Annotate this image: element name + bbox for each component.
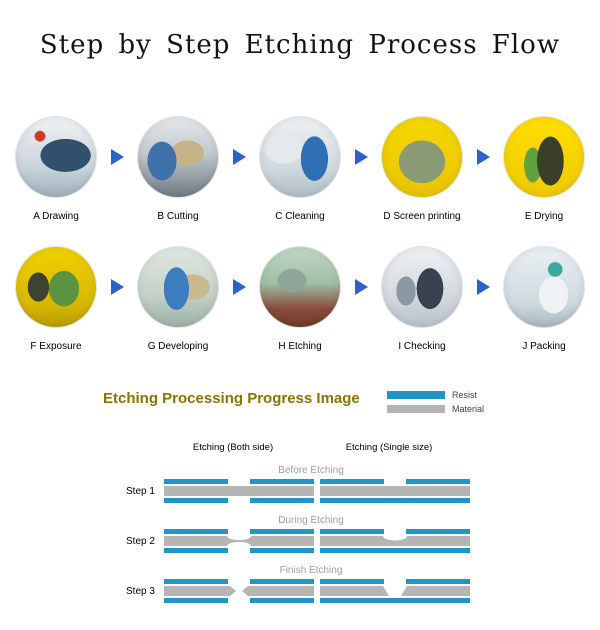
process-step-packing: J Packing	[490, 246, 598, 352]
legend-label-material: Material	[451, 404, 484, 415]
process-row-2: F Exposure G Developing H Etching I Chec…	[0, 246, 600, 352]
resist-layer	[320, 529, 470, 554]
step-photo-packing	[503, 246, 585, 329]
process-step-checking: I Checking	[368, 246, 476, 352]
step-photo-cleaning	[259, 116, 341, 199]
material-layer	[320, 536, 470, 547]
step-label: A Drawing	[33, 211, 79, 223]
legend-item-material: Material	[386, 404, 484, 415]
arrow-right-icon	[476, 279, 490, 296]
arrow-right-icon	[110, 279, 124, 296]
etch-cells-step2: Step 2	[126, 529, 600, 554]
phase-label-before: Before Etching	[278, 465, 344, 477]
resist-swatch	[386, 391, 445, 400]
resist-layer	[320, 479, 470, 504]
material-layer	[320, 486, 470, 497]
etch-row-step2: During Etching Step 2	[0, 515, 600, 554]
etch-header: Etching Processing Progress Image Resist…	[0, 390, 600, 414]
arrow-right-icon	[110, 149, 124, 166]
phase-label-during: During Etching	[278, 515, 344, 527]
legend-label-resist: Resist	[451, 390, 477, 401]
step3-label: Step 3	[126, 585, 155, 597]
material-layer	[164, 486, 314, 497]
resist-layer	[164, 529, 314, 554]
legend-item-resist: Resist	[386, 390, 484, 401]
etch-row-step3: Finish Etching Step 3	[0, 565, 600, 604]
diagram-step2-both-side	[164, 529, 314, 554]
diagram-step2-single-side	[320, 529, 470, 554]
page-title: Step by Step Etching Process Flow	[39, 30, 561, 60]
column-header-single-side: Etching (Single size)	[345, 442, 433, 454]
column-header-both-side: Etching (Both side)	[192, 442, 274, 454]
process-step-etching: H Etching	[246, 246, 354, 352]
step-label: F Exposure	[30, 341, 82, 353]
step-label: C Cleaning	[275, 211, 325, 223]
process-step-developing: G Developing	[124, 246, 232, 352]
process-step-exposure: F Exposure	[2, 246, 110, 352]
step-label: J Packing	[522, 341, 566, 353]
process-row-1: A Drawing B Cutting C Cleaning D Screen …	[0, 116, 600, 222]
diagram-step1-single-side	[320, 479, 470, 504]
process-step-cutting: B Cutting	[124, 116, 232, 222]
material-layer	[320, 586, 470, 597]
diagram-step1-both-side	[164, 479, 314, 504]
process-step-screen-printing: D Screen printing	[368, 116, 476, 222]
step-label: I Checking	[398, 341, 446, 353]
etch-row-step1: Before Etching Step 1	[0, 465, 600, 504]
step-photo-screen-printing	[381, 116, 463, 199]
step2-label: Step 2	[126, 535, 155, 547]
process-step-cleaning: C Cleaning	[246, 116, 354, 222]
arrow-right-icon	[232, 149, 246, 166]
arrow-right-icon	[354, 279, 368, 296]
step-photo-developing	[137, 246, 219, 329]
arrow-right-icon	[354, 149, 368, 166]
etch-cells-step1: Step 1	[126, 479, 600, 504]
material-swatch	[386, 405, 445, 414]
process-step-drawing: A Drawing	[2, 116, 110, 222]
step-label: D Screen printing	[383, 211, 461, 223]
arrow-right-icon	[476, 149, 490, 166]
step-label: B Cutting	[157, 211, 199, 223]
step-photo-drawing	[15, 116, 97, 199]
arrow-right-icon	[232, 279, 246, 296]
etching-progress-section: Etching Processing Progress Image Resist…	[0, 390, 600, 604]
etching-process-infographic: Step by Step Etching Process Flow A Draw…	[0, 30, 600, 630]
etch-cut	[383, 531, 407, 541]
step-label: H Etching	[278, 341, 322, 353]
step-photo-drying	[503, 116, 585, 199]
legend: Resist Material	[386, 390, 484, 415]
process-step-drying: E Drying	[490, 116, 598, 222]
step-photo-exposure	[15, 246, 97, 329]
step-label: E Drying	[524, 211, 564, 223]
step-label: G Developing	[147, 341, 209, 353]
step-photo-etching	[259, 246, 341, 329]
step-photo-checking	[381, 246, 463, 329]
etch-heading: Etching Processing Progress Image	[103, 390, 360, 408]
material-layer	[164, 536, 314, 547]
step1-label: Step 1	[126, 485, 155, 497]
material-layer	[164, 586, 314, 597]
phase-label-finish: Finish Etching	[279, 565, 343, 577]
etch-cut	[227, 532, 251, 551]
step-photo-cutting	[137, 116, 219, 199]
column-headers: Etching (Both side) Etching (Single size…	[158, 442, 600, 453]
resist-layer	[164, 479, 314, 504]
